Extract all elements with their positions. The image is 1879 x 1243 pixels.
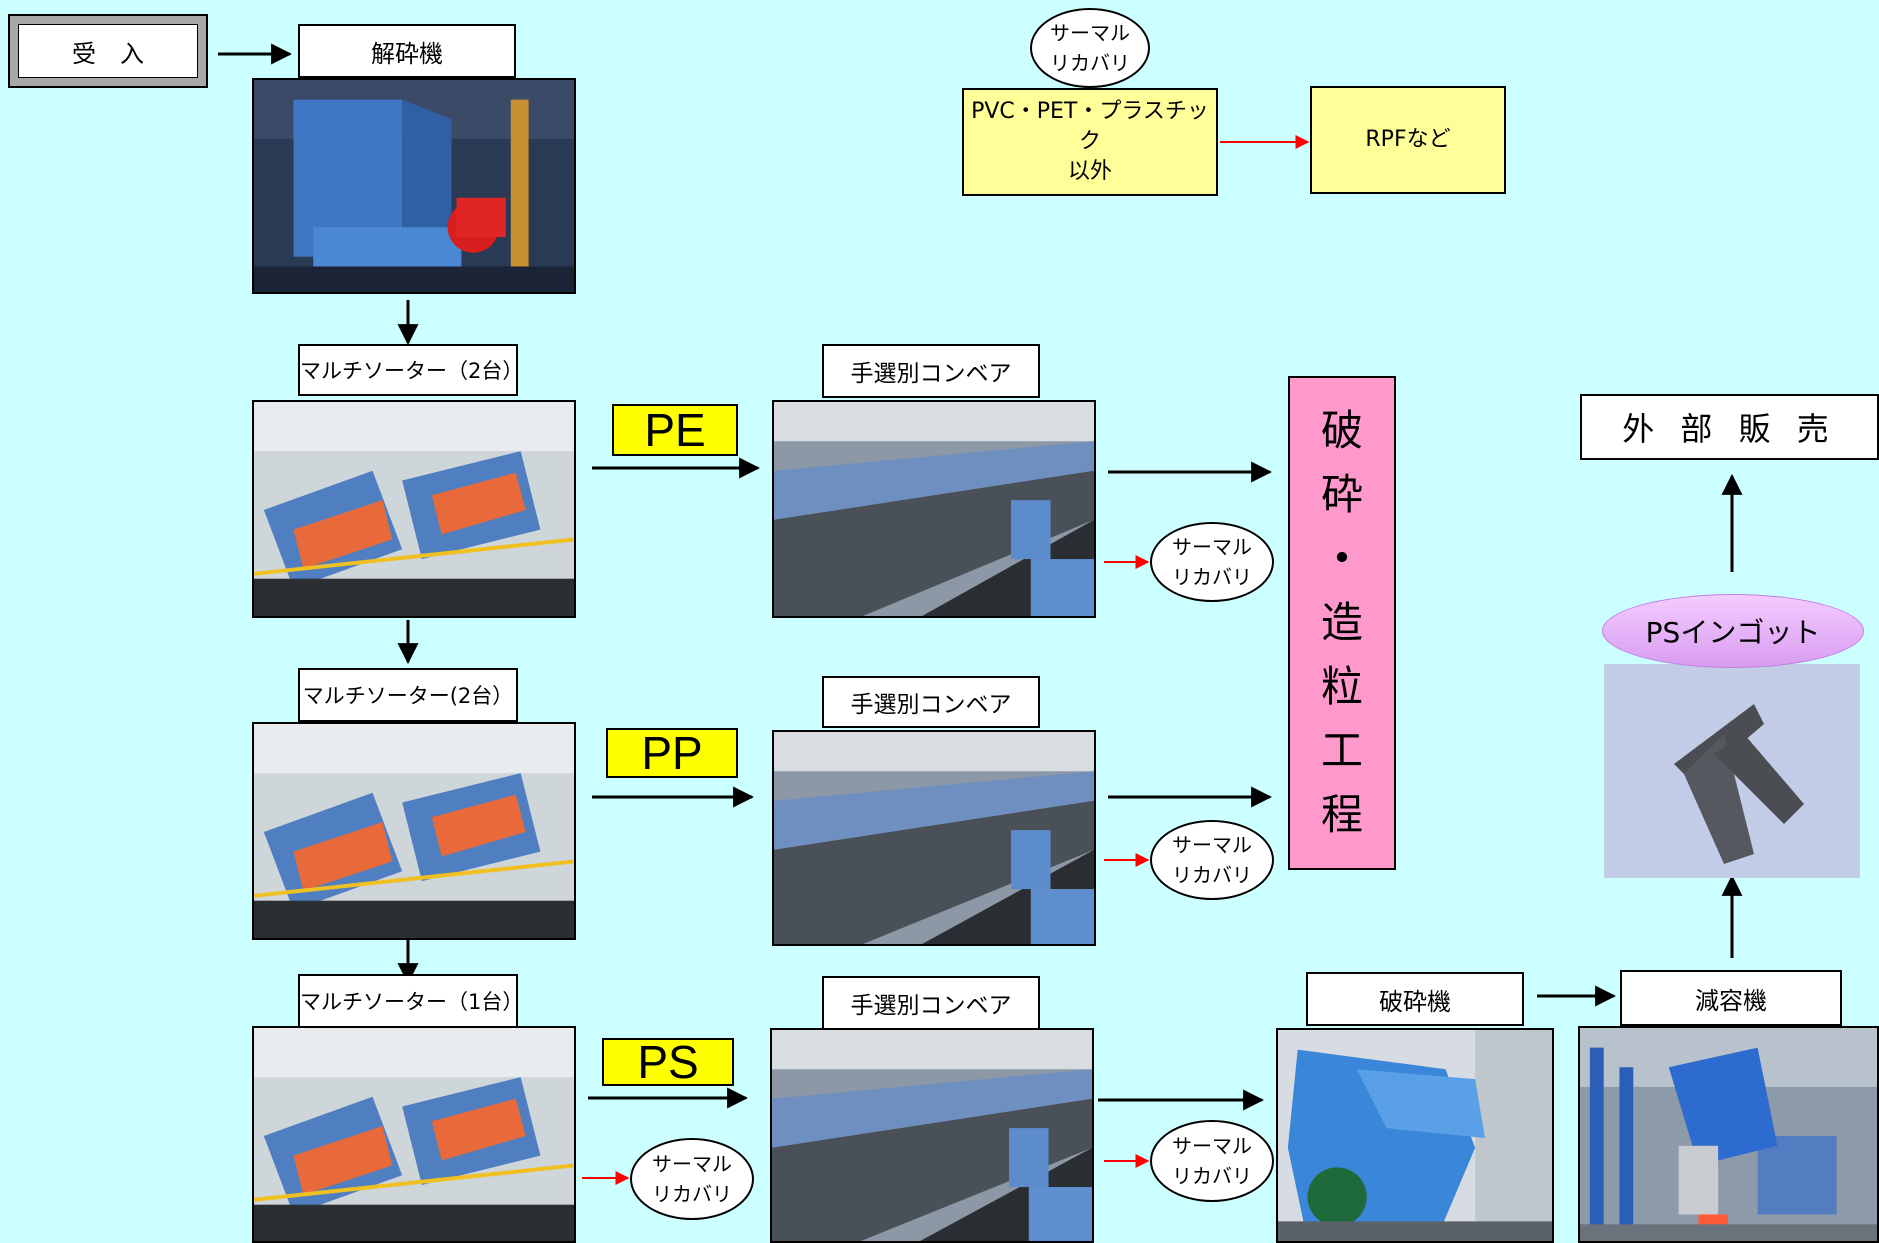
ps-ingot-photo — [1604, 664, 1860, 878]
conveyor-photo-2 — [772, 730, 1096, 946]
process-char: 程 — [1320, 790, 1363, 839]
sorter-photo-2 — [252, 722, 576, 940]
process-char: 粒 — [1320, 662, 1363, 711]
crush-granulate-process: 破 砕 ・ 造 粒 工 程 — [1288, 376, 1396, 870]
thermal-line-1: サーマル — [652, 1152, 732, 1176]
thermal-recovery-1: サーマル リカバリ — [1150, 522, 1274, 602]
shredder-photo — [1276, 1028, 1554, 1243]
thermal-line-1: サーマル — [1050, 21, 1130, 45]
resin-label-ps: PS — [602, 1036, 734, 1088]
thermal-recovery-2: サーマル リカバリ — [1150, 820, 1274, 900]
external-sale-box: 外 部 販 売 — [1580, 394, 1879, 460]
sorter-photo-3 — [252, 1026, 576, 1243]
process-char: 破 — [1320, 406, 1363, 455]
conveyor-label-3: 手選別コンベア — [822, 976, 1040, 1030]
sorter-label-3: マルチソーター（1台） — [298, 974, 523, 1028]
thermal-line-1: サーマル — [1172, 535, 1252, 559]
non-plastic-box: PVC・PET・プラスチック 以外 — [962, 88, 1218, 196]
reducer-photo — [1578, 1026, 1879, 1243]
thermal-recovery-top: サーマル リカバリ — [1030, 8, 1150, 88]
reducer-label: 減容機 — [1620, 970, 1842, 1026]
resin-label-pe: PE — [612, 404, 738, 456]
crusher-label: 解砕機 — [298, 24, 516, 78]
thermal-line-2: リカバリ — [652, 1182, 732, 1206]
sorter-label-2: マルチソーター(2台） — [298, 668, 518, 722]
thermal-line-2: リカバリ — [1172, 863, 1252, 887]
receive-box: 受 入 — [8, 14, 208, 88]
thermal-line-2: リカバリ — [1172, 1164, 1252, 1188]
process-char: 工 — [1320, 726, 1363, 775]
shredder-label: 破砕機 — [1306, 972, 1524, 1026]
thermal-recovery-3: サーマル リカバリ — [1150, 1120, 1274, 1202]
resin-label-pp: PP — [606, 727, 738, 779]
process-char: ・ — [1320, 534, 1363, 583]
process-char: 造 — [1320, 598, 1363, 647]
thermal-line-2: リカバリ — [1172, 565, 1252, 589]
receive-label: 受 入 — [18, 24, 198, 78]
conveyor-label-2: 手選別コンベア — [822, 676, 1040, 728]
conveyor-label-1: 手選別コンベア — [822, 344, 1040, 398]
process-char: 砕 — [1320, 470, 1363, 519]
ps-ingot-label: PSインゴット — [1602, 594, 1864, 668]
thermal-line-2: リカバリ — [1050, 51, 1130, 75]
conveyor-photo-3 — [770, 1028, 1094, 1243]
crusher-photo — [252, 78, 576, 294]
conveyor-photo-1 — [772, 400, 1096, 618]
thermal-line-1: サーマル — [1172, 1134, 1252, 1158]
thermal-recovery-ps: サーマル リカバリ — [630, 1138, 754, 1220]
sorter-photo-1 — [252, 400, 576, 618]
rpf-box: RPFなど — [1310, 86, 1506, 194]
sorter-label-1: マルチソーター（2台） — [298, 344, 523, 396]
thermal-line-1: サーマル — [1172, 833, 1252, 857]
